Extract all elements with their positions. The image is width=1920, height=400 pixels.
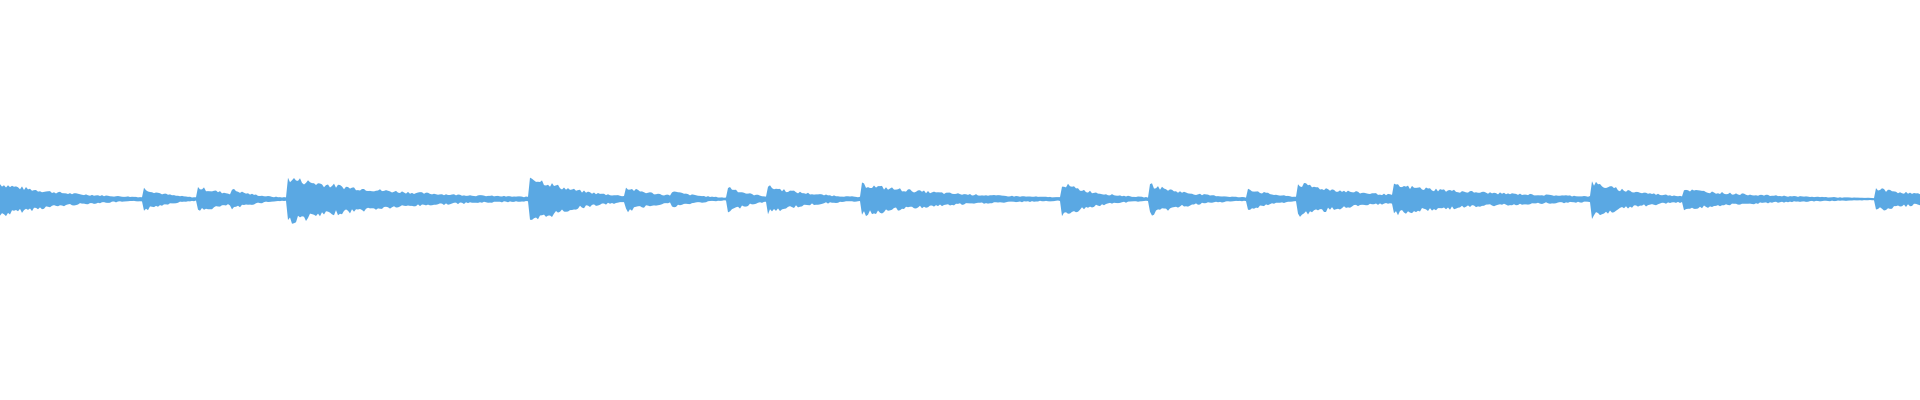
waveform-body <box>0 177 1920 224</box>
